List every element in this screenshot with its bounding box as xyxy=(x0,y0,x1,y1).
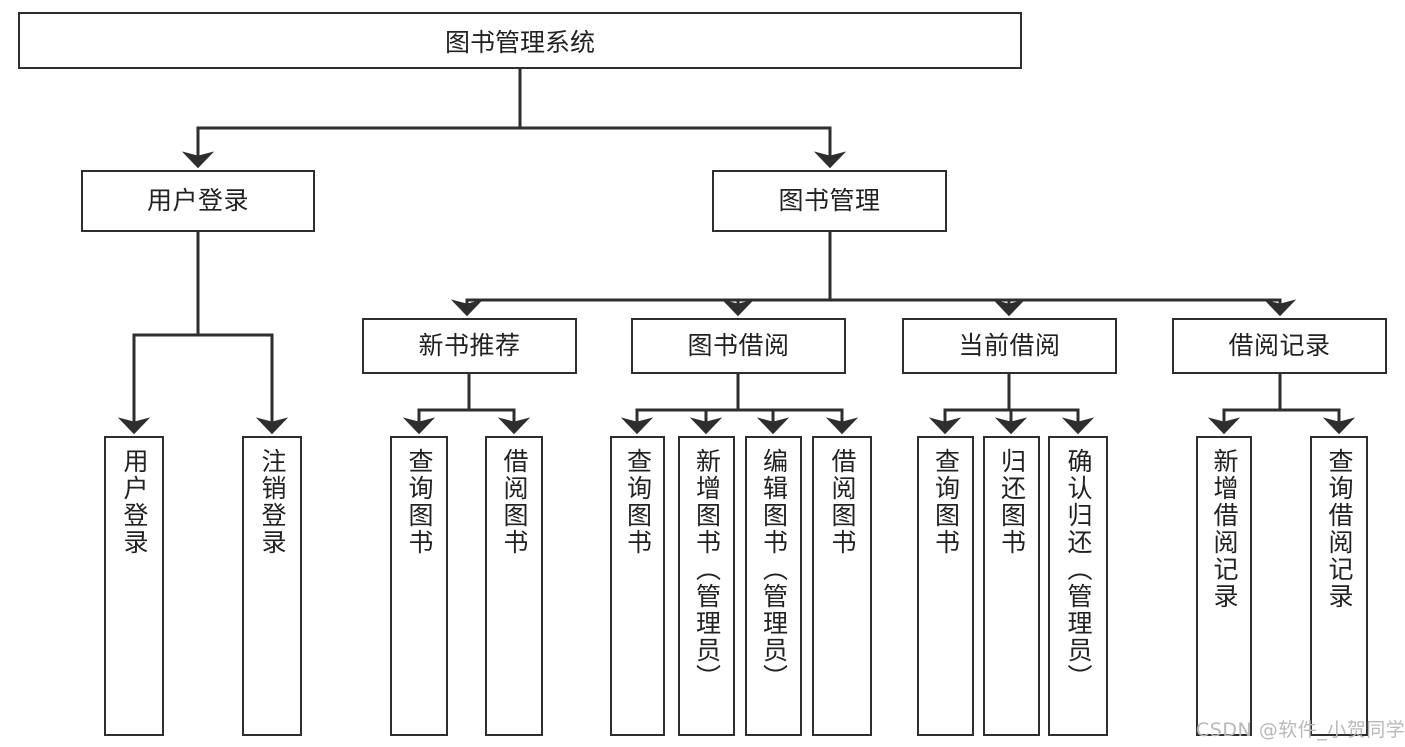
node-label: 查询图书 xyxy=(405,448,434,556)
node-leaf-borrow-book[interactable]: 借阅图书 xyxy=(812,436,872,736)
node-label: 查询图书 xyxy=(623,448,653,556)
node-root-label: 图书管理系统 xyxy=(444,27,595,57)
node-level3-new-book-recommend[interactable]: 新书推荐 xyxy=(362,318,577,374)
node-level2-user-login[interactable]: 用户登录 xyxy=(81,170,315,232)
node-label: 借阅图书 xyxy=(828,448,857,556)
node-label: 借阅记录 xyxy=(1228,331,1331,361)
node-leaf-query-book-recommend[interactable]: 查询图书 xyxy=(390,436,448,736)
node-level3-book-borrow[interactable]: 图书借阅 xyxy=(631,318,846,374)
node-leaf-return-book[interactable]: 归还图书 xyxy=(983,436,1040,736)
node-label: 确认归还（管理员） xyxy=(1064,448,1093,691)
node-leaf-borrow-book-recommend[interactable]: 借阅图书 xyxy=(485,436,543,736)
watermark-label: CSDN @软件_小贺同学 xyxy=(1196,719,1405,741)
node-level2-book-management[interactable]: 图书管理 xyxy=(712,170,947,232)
node-leaf-query-book-borrow[interactable]: 查询图书 xyxy=(610,436,665,736)
node-label: 新增借阅记录 xyxy=(1210,448,1239,610)
node-label: 图书管理 xyxy=(778,186,881,216)
node-label: 借阅图书 xyxy=(500,448,529,556)
node-leaf-query-book-current[interactable]: 查询图书 xyxy=(917,436,974,736)
node-label: 图书借阅 xyxy=(687,331,790,361)
node-label: 用户登录 xyxy=(120,448,149,556)
node-leaf-add-book-admin[interactable]: 新增图书（管理员） xyxy=(678,436,735,736)
node-label: 新书推荐 xyxy=(418,331,521,361)
node-root[interactable]: 图书管理系统 xyxy=(18,12,1022,69)
node-leaf-edit-book-admin[interactable]: 编辑图书（管理员） xyxy=(745,436,802,736)
node-label: 新增图书（管理员） xyxy=(692,448,722,691)
node-leaf-add-borrow-record[interactable]: 新增借阅记录 xyxy=(1196,436,1252,736)
node-leaf-confirm-return-admin[interactable]: 确认归还（管理员） xyxy=(1048,436,1108,736)
node-label: 查询图书 xyxy=(931,448,961,556)
node-label: 查询借阅记录 xyxy=(1325,448,1354,610)
node-label: 编辑图书（管理员） xyxy=(759,448,789,691)
node-leaf-user-login[interactable]: 用户登录 xyxy=(104,436,164,736)
node-label: 归还图书 xyxy=(997,448,1027,556)
node-label: 用户登录 xyxy=(146,186,249,216)
node-label: 当前借阅 xyxy=(958,331,1061,361)
node-leaf-logout-login[interactable]: 注销登录 xyxy=(242,436,302,736)
node-level3-current-borrow[interactable]: 当前借阅 xyxy=(902,318,1117,374)
node-label: 注销登录 xyxy=(258,448,287,556)
node-leaf-query-borrow-record[interactable]: 查询借阅记录 xyxy=(1310,436,1368,736)
node-level3-borrow-record[interactable]: 借阅记录 xyxy=(1172,318,1387,374)
